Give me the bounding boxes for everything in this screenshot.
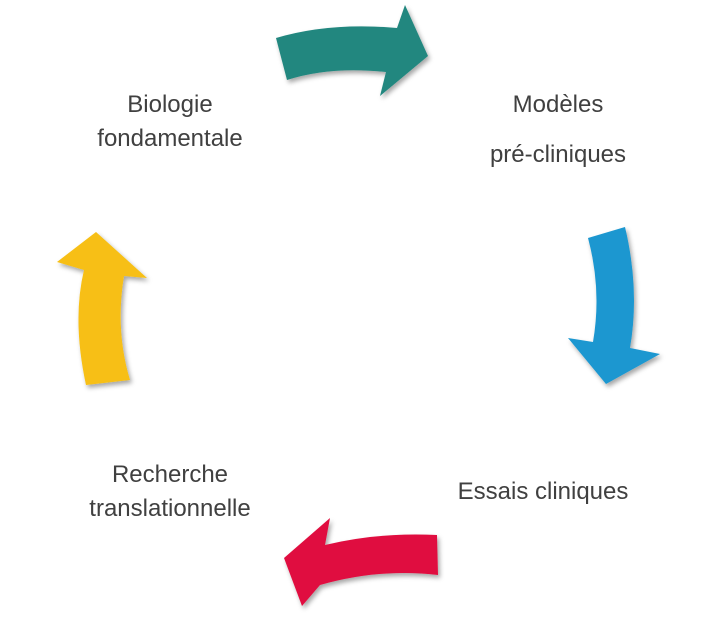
- stage-recherche-translationnelle: Recherche translationnelle: [89, 458, 250, 526]
- stage-label-line1: Modèles: [512, 91, 604, 118]
- stage-label-line2: translationnelle: [89, 495, 251, 522]
- stage-essais-cliniques: Essais cliniques: [458, 475, 629, 509]
- stage-biologie-fondamentale: Biologie fondamentale: [97, 88, 242, 156]
- red-arrow-icon: [284, 518, 438, 606]
- stage-label-line1: Essais cliniques: [457, 478, 629, 505]
- stage-label-line1: Recherche: [111, 461, 229, 488]
- stage-label-line2: fondamentale: [97, 125, 243, 152]
- teal-arrow-icon: [276, 5, 428, 96]
- stage-label-line2: pré-cliniques: [489, 141, 627, 168]
- blue-arrow-icon: [568, 227, 660, 384]
- yellow-arrow-icon: [57, 232, 147, 385]
- stage-label-line1: Biologie: [127, 91, 213, 118]
- stage-modeles-pre-cliniques: Modèles pré-cliniques: [490, 80, 626, 180]
